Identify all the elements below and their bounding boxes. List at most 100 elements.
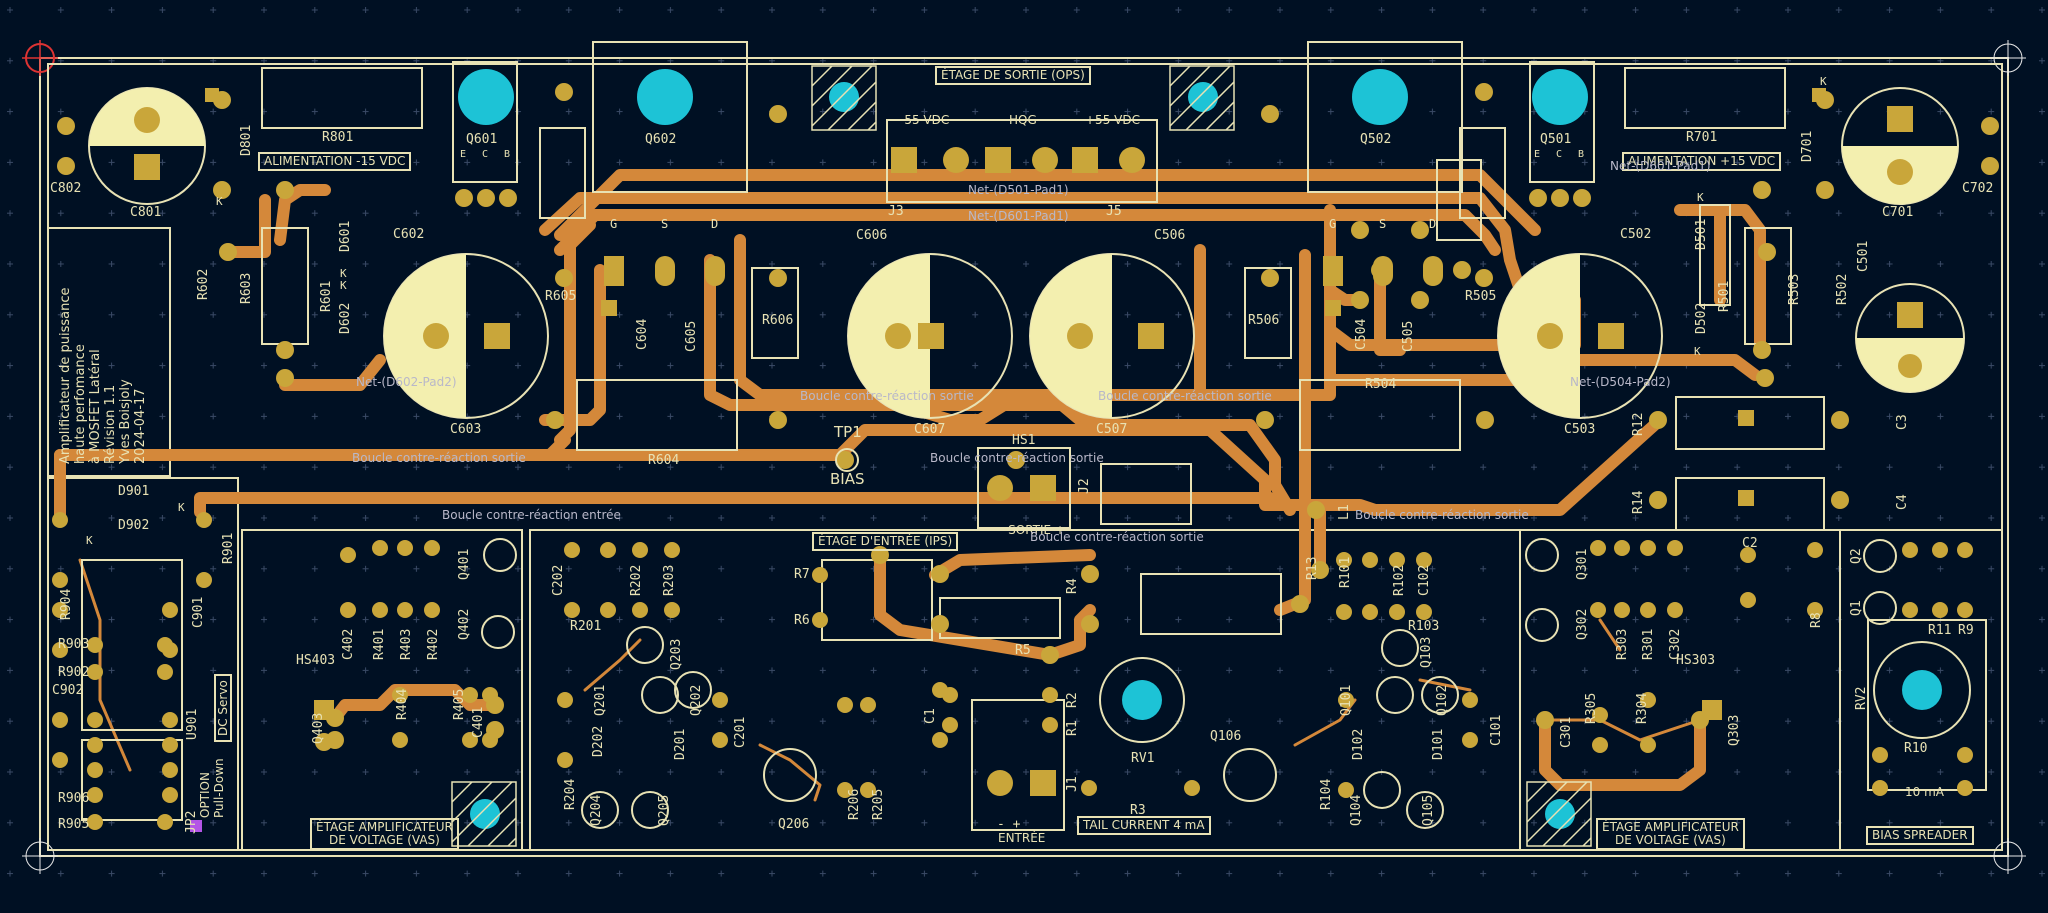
ref-r303: R303 — [1615, 628, 1630, 660]
ref-c902: C902 — [52, 683, 84, 698]
jp2-pulldown-line: Pull-Down — [212, 758, 226, 818]
title-line-2: haute perfomance — [73, 344, 88, 464]
ref-q102: Q102 — [1435, 684, 1450, 716]
ref-r905: R905 — [58, 817, 90, 832]
ref-r401: R401 — [372, 628, 387, 660]
ref-r301: R301 — [1641, 628, 1656, 660]
pin-k-d501: K — [1697, 191, 1704, 204]
ref-d801: D801 — [239, 124, 254, 156]
ref-c901: C901 — [191, 596, 206, 628]
ref-q206: Q206 — [778, 817, 810, 832]
ref-hs1: HS1 — [1012, 433, 1036, 448]
ref-d602: D602 — [338, 302, 353, 334]
pin-k-d801: K — [216, 195, 223, 208]
ref-r504: R504 — [1365, 377, 1397, 392]
ref-q302: Q302 — [1575, 608, 1590, 640]
ref-r402: R402 — [426, 628, 441, 660]
mount-holes — [458, 69, 1942, 829]
net-fb-out-1: Boucle contre-réaction sortie — [352, 451, 526, 465]
ref-r104: R104 — [1319, 778, 1334, 810]
ref-r403: R403 — [399, 628, 414, 660]
ref-q104: Q104 — [1349, 794, 1364, 826]
ref-q103: Q103 — [1419, 636, 1434, 668]
ref-r906: R906 — [58, 791, 90, 806]
ref-c605: C605 — [684, 320, 699, 352]
ref-c301: C301 — [1559, 716, 1574, 748]
ref-c801: C801 — [130, 205, 162, 220]
pin-k-d502: K — [1694, 345, 1701, 358]
section-psu-neg-label: ALIMENTATION -15 VDC — [258, 152, 412, 172]
ref-c202: C202 — [551, 564, 566, 596]
pin-e-q601: E — [460, 149, 467, 160]
pin-c-q601: C — [482, 149, 489, 160]
ref-c603: C603 — [450, 422, 482, 437]
ref-r701: R701 — [1686, 130, 1718, 145]
ref-c3: C3 — [1895, 414, 1910, 430]
ref-r304: R304 — [1635, 692, 1650, 724]
pin-d-right: D — [1429, 217, 1437, 231]
ref-d502: D502 — [1694, 302, 1709, 334]
net-fb-out-6: Boucle contre-réaction sortie — [1355, 508, 1529, 522]
title-line-4: Révision 1.1 — [103, 384, 118, 464]
ref-q101: Q101 — [1339, 684, 1354, 716]
tp1-label: TP1 — [834, 423, 862, 441]
pin-g-left: G — [610, 217, 618, 231]
board-title-block: Amplificateur de puissance haute perfoma… — [58, 224, 148, 464]
ref-r205: R205 — [871, 788, 886, 820]
entree-polarity: - + — [997, 817, 1021, 832]
pin-d-left: D — [711, 217, 719, 231]
dc-servo-label: DC Servo — [214, 674, 232, 742]
ref-q401: Q401 — [457, 548, 472, 580]
ref-r2: R2 — [1065, 692, 1080, 708]
title-line-3: à MOSFET Latéral — [88, 349, 103, 464]
ref-r503: R503 — [1787, 273, 1802, 305]
vas-left-line2: DE VOLTAGE (VAS) — [328, 833, 440, 847]
pin-b-q601: B — [504, 149, 511, 160]
ref-r801: R801 — [322, 130, 354, 145]
pin-b-q501: B — [1578, 149, 1585, 160]
ref-c802: C802 — [50, 181, 82, 196]
v-pos-label: +55 VDC — [1085, 113, 1140, 127]
ref-c102: C102 — [1417, 564, 1432, 596]
ref-r901: R901 — [221, 532, 236, 564]
ref-r13: R13 — [1305, 556, 1320, 580]
entree-label: ENTRÉE — [998, 831, 1046, 845]
ref-r102: R102 — [1392, 564, 1407, 596]
ref-c4: C4 — [1895, 494, 1910, 510]
pin-k-d601: K — [340, 267, 347, 280]
ref-r3: R3 — [1130, 803, 1146, 818]
ref-r10: R10 — [1904, 741, 1928, 756]
ref-r606: R606 — [762, 313, 794, 328]
title-line-6: 2024-04-17 — [133, 388, 148, 464]
ref-r605: R605 — [545, 289, 577, 304]
section-frames — [47, 63, 2003, 851]
vas-left-line1: ÉTAGE AMPLIFICATEUR — [316, 820, 453, 834]
ref-r7: R7 — [794, 567, 810, 582]
net-d501: Net-(D501-Pad1) — [968, 183, 1069, 197]
ref-j5: J5 — [1106, 204, 1122, 219]
tail-current-label: TAIL CURRENT 4 mA — [1077, 816, 1211, 836]
ref-d101: D101 — [1431, 728, 1446, 760]
ref-r602: R602 — [196, 268, 211, 300]
ref-r203: R203 — [662, 564, 677, 596]
ref-c604: C604 — [635, 318, 650, 350]
ref-q502: Q502 — [1360, 132, 1392, 147]
ref-u901: U901 — [185, 708, 200, 740]
ref-hs303: HS303 — [1676, 653, 1716, 668]
ref-c507: C507 — [1096, 422, 1128, 437]
pin-e-q501: E — [1534, 149, 1541, 160]
pin-k-d602: K — [340, 279, 347, 292]
ref-q601: Q601 — [466, 132, 498, 147]
ref-r502: R502 — [1835, 273, 1850, 305]
net-fb-out-4: Boucle contre-réaction sortie — [930, 451, 1104, 465]
ref-r5: R5 — [1015, 643, 1031, 658]
ref-q1: Q1 — [1849, 600, 1864, 616]
net-d504: Net-(D504-Pad2) — [1570, 375, 1671, 389]
ref-q303: Q303 — [1727, 714, 1742, 746]
net-d601b: Net-(D601-Pad1) — [1610, 159, 1711, 173]
ref-r405: R405 — [452, 688, 467, 720]
ten-ma-label: 10 mA — [1905, 785, 1944, 799]
net-fb-in: Boucle contre-réaction entrée — [442, 508, 621, 522]
